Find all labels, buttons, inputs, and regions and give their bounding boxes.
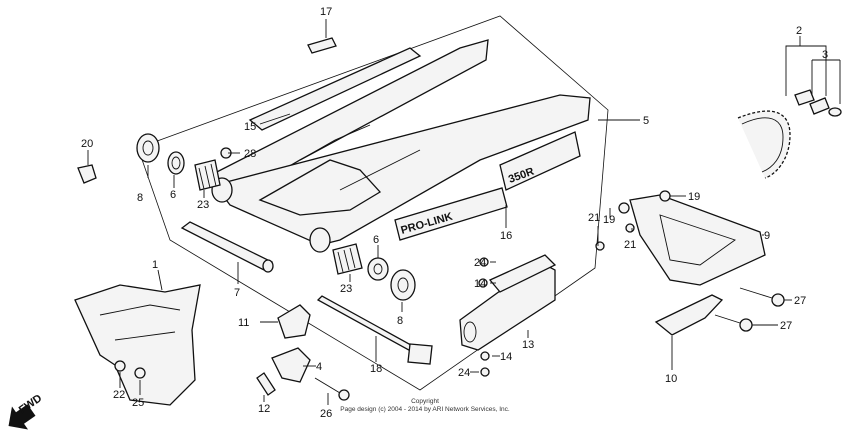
decal-17 — [307, 37, 337, 54]
chain-slider-9 — [629, 194, 766, 286]
callout-23a: 23 — [197, 199, 209, 211]
decal-15 — [248, 47, 422, 131]
copyright-footer: Copyright Page design (c) 2004 - 2014 by… — [320, 398, 530, 414]
bolt-27b — [714, 314, 753, 332]
callout-25: 25 — [132, 397, 144, 409]
collar-12 — [256, 372, 276, 396]
callout-14b: 14 — [500, 351, 512, 363]
bolt-19b — [618, 202, 630, 214]
callout-16: 16 — [500, 230, 512, 242]
bolt-19a — [659, 190, 671, 202]
callout-2: 2 — [796, 25, 802, 37]
callout-28: 28 — [244, 148, 256, 160]
callout-14a: 14 — [474, 278, 486, 290]
callout-6a: 6 — [170, 189, 176, 201]
callout-6b: 6 — [373, 234, 379, 246]
fwd-arrow: FWD — [8, 392, 44, 430]
callout-5: 5 — [643, 115, 649, 127]
washer-14a — [478, 278, 488, 288]
callout-8a: 8 — [137, 192, 143, 204]
washer-25 — [134, 367, 146, 379]
callout-11: 11 — [238, 317, 249, 329]
callout-3: 3 — [822, 49, 828, 61]
pivot-bolt-18 — [316, 295, 433, 365]
stopper-11 — [277, 304, 311, 339]
callout-21a: 21 — [588, 212, 600, 224]
bracket-4 — [271, 347, 311, 383]
callout-24b: 24 — [458, 367, 470, 379]
callout-17: 17 — [320, 6, 332, 18]
mud-guard-1 — [74, 284, 201, 406]
leader-lines — [87, 19, 841, 405]
callout-20: 20 — [81, 138, 93, 150]
callout-23b: 23 — [340, 283, 352, 295]
bolt-26 — [314, 377, 350, 401]
copyright-line1: Copyright — [411, 398, 439, 405]
pivot-collar-7 — [180, 221, 274, 273]
callout-1: 1 — [152, 259, 158, 271]
callout-12: 12 — [258, 403, 270, 415]
callout-22: 22 — [113, 389, 125, 401]
chain-guide-13 — [459, 254, 557, 351]
copyright-line2: Page design (c) 2004 - 2014 by ARI Netwo… — [340, 406, 510, 413]
drive-chain-2 — [737, 89, 842, 179]
dust-seal-8a — [136, 133, 160, 163]
washer-21b — [625, 223, 635, 233]
callout-27b: 27 — [780, 320, 792, 332]
callout-13: 13 — [522, 339, 534, 351]
assembly-outline — [137, 15, 609, 391]
washer-21a — [595, 241, 605, 251]
callout-19a: 19 — [688, 191, 700, 203]
callout-8b: 8 — [397, 315, 403, 327]
bolt-24a — [479, 257, 489, 267]
cap-20 — [77, 164, 97, 184]
callout-15: 15 — [244, 121, 256, 133]
bearing-23a — [194, 159, 221, 191]
chain-guide-10 — [654, 294, 724, 336]
washer-14b — [480, 351, 490, 361]
bearing-23b — [332, 243, 363, 275]
bolt-27a — [739, 287, 785, 307]
swingarm — [203, 39, 591, 253]
callout-10: 10 — [665, 373, 677, 385]
callout-19b: 19 — [603, 214, 615, 226]
dust-seal-8b — [390, 269, 416, 301]
callout-27a: 27 — [794, 295, 806, 307]
collar-6b — [367, 257, 389, 281]
callout-18: 18 — [370, 363, 382, 375]
callout-21b: 21 — [624, 239, 636, 251]
callout-4: 4 — [316, 361, 322, 373]
callout-24a: 24 — [474, 257, 486, 269]
callout-9: 9 — [764, 230, 770, 242]
callout-7: 7 — [234, 287, 240, 299]
bolt-24b — [480, 367, 490, 377]
callout-26: 26 — [320, 408, 332, 420]
bolt-22 — [114, 360, 126, 372]
collar-6a — [167, 151, 185, 175]
